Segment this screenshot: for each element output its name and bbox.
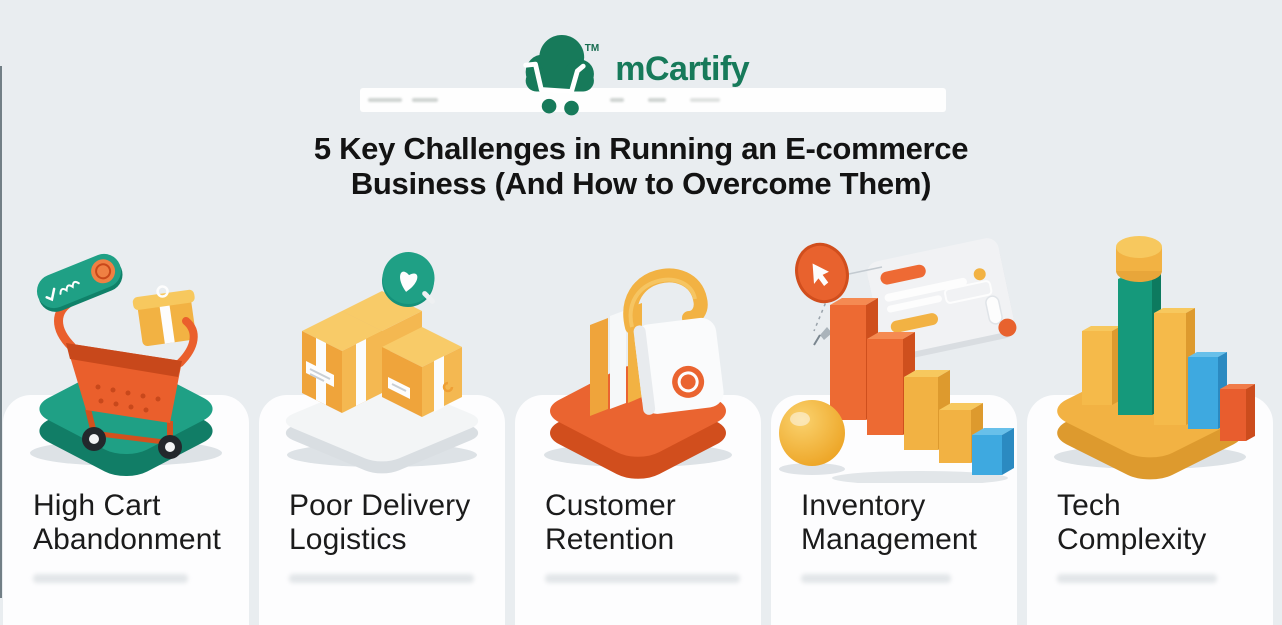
challenge-cards: High Cart Abandonment [3, 236, 1273, 625]
price-tag-badge [36, 253, 123, 312]
redacted-subtext [545, 574, 740, 583]
column-chart-illustration [1026, 235, 1274, 483]
brand-logo: TM mCartify [521, 26, 750, 118]
heart-badge [382, 252, 435, 307]
card-label-line2: Complexity [1057, 523, 1207, 556]
pin-icon [813, 327, 832, 346]
title-line1: 5 Key Challenges in Running an E-commerc… [313, 131, 969, 166]
card-customer-retention: Customer Retention [515, 268, 761, 625]
trademark-symbol: TM [584, 43, 600, 54]
card-label-line2: Management [801, 523, 978, 556]
redacted-subtext [289, 574, 474, 583]
page-title: 5 Key Challenges in Running an E-commerc… [0, 131, 1282, 201]
redacted-subtext [1057, 574, 1217, 583]
card-label-line2: Abandonment [33, 523, 221, 556]
padlock-icon [590, 268, 724, 416]
infographic-page: TM mCartify 5 Key Challenges in Running … [0, 26, 1282, 625]
descending-bar-chart-illustration [770, 235, 1018, 483]
gift-box-icon [132, 285, 196, 347]
card-poor-delivery-logistics: Poor Delivery Logistics [259, 252, 505, 625]
shopping-cart-icon [54, 296, 198, 459]
column-chart-icon [1082, 236, 1255, 441]
cardboard-boxes-icon [302, 291, 462, 417]
card-high-cart-abandonment: High Cart Abandonment [3, 253, 249, 625]
shopping-cart-illustration [2, 235, 250, 483]
heart-icon [400, 271, 418, 292]
card-label: Poor Delivery Logistics [289, 489, 495, 557]
cloud-cart-logo-icon [523, 34, 594, 116]
title-line2: Business (And How to Overcome Them) [350, 166, 932, 201]
card-label: High Cart Abandonment [33, 489, 239, 557]
card-label: Tech Complexity [1057, 489, 1263, 557]
bar-chart-icon [830, 298, 1014, 475]
cylinder-cap [1116, 236, 1162, 282]
screenshot-edge-artifact [0, 66, 2, 598]
redacted-subtext [33, 574, 188, 583]
card-label: Inventory Management [801, 489, 1007, 557]
card-label-line1: Customer [545, 489, 676, 522]
card-label: Customer Retention [545, 489, 751, 557]
card-tech-complexity: Tech Complexity [1027, 236, 1273, 625]
card-label-line2: Logistics [289, 523, 407, 556]
redacted-subtext [801, 574, 951, 583]
dashboard-panel [867, 238, 1017, 362]
cursor-icon [812, 263, 829, 286]
pointer-disc [795, 242, 849, 304]
card-label-line1: Poor Delivery [289, 489, 471, 522]
brand-name: mCartify [615, 50, 750, 88]
sphere-icon [779, 400, 845, 466]
padlock-illustration [514, 235, 762, 483]
card-label-line1: Tech [1057, 489, 1121, 522]
card-label-line1: High Cart [33, 489, 161, 522]
card-label-line1: Inventory [801, 489, 926, 522]
card-label-line2: Retention [545, 523, 675, 556]
shipping-boxes-illustration [258, 235, 506, 483]
card-inventory-management: Inventory Management [771, 238, 1017, 625]
erased-text-band [360, 88, 946, 112]
